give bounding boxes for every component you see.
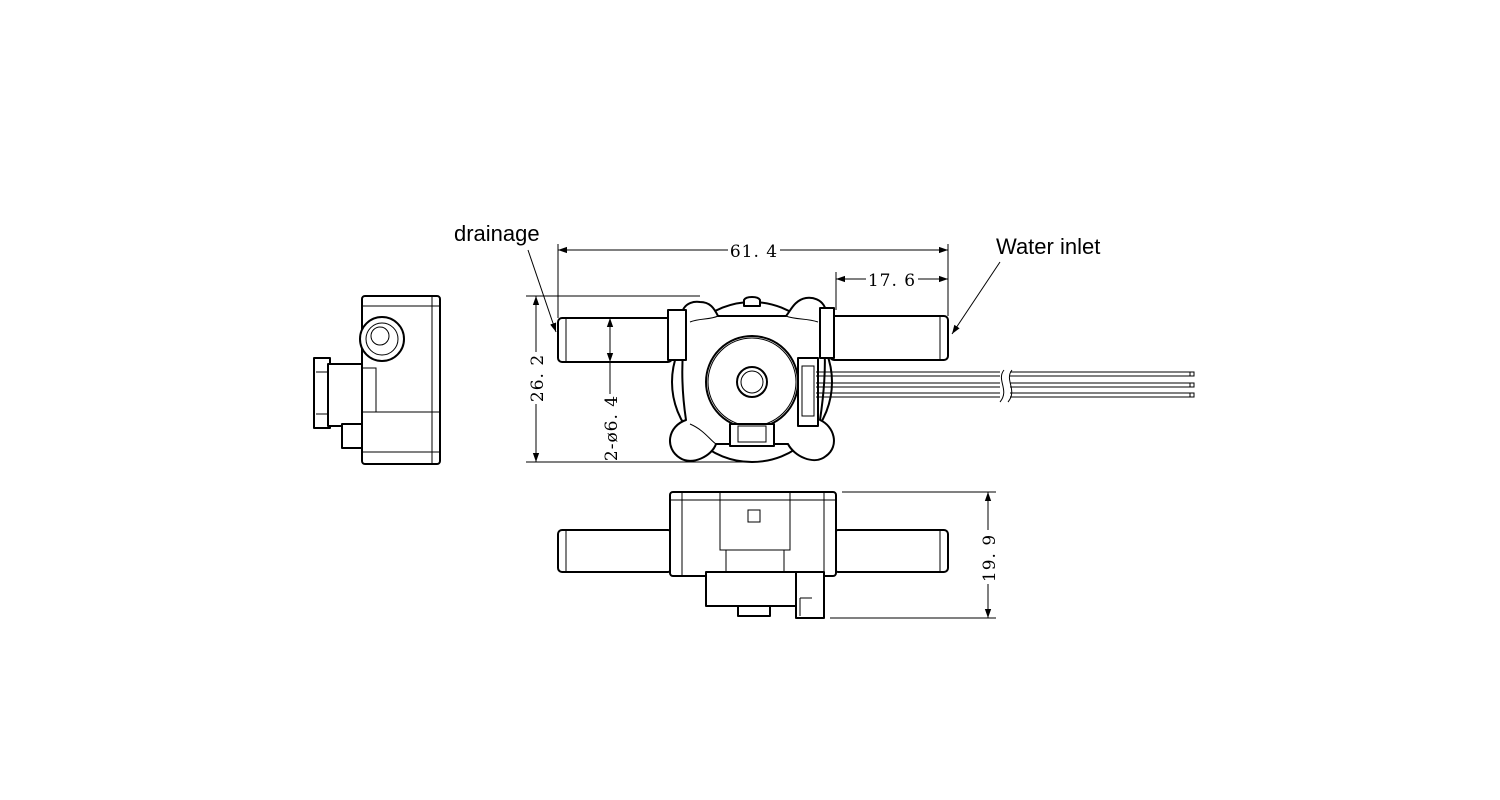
- inlet-pipe: [829, 315, 949, 361]
- cable-wires: [816, 369, 1195, 403]
- dim-inlet-length: 17. 6: [835, 271, 948, 310]
- dim-depth: 19. 9: [830, 491, 1000, 619]
- drainage-callout: drainage: [454, 221, 557, 333]
- side-view: [313, 295, 441, 465]
- dim-inlet-length-text: 17. 6: [868, 271, 916, 291]
- drainage-label: drainage: [454, 221, 540, 246]
- drainage-pipe: [557, 317, 673, 363]
- dim-depth-text: 19. 9: [980, 534, 1000, 582]
- side-port-circle: [359, 316, 405, 362]
- water-inlet-label: Water inlet: [996, 234, 1100, 259]
- cable-connector: [797, 357, 819, 427]
- front-view: [557, 296, 1195, 463]
- dim-height: 26. 2: [526, 295, 752, 463]
- dim-overall-length: 61. 4: [557, 242, 949, 318]
- dim-height-text: 26. 2: [528, 354, 548, 402]
- top-view: [557, 491, 949, 619]
- impeller-cover: [705, 335, 799, 429]
- dim-overall-length-text: 61. 4: [730, 242, 778, 262]
- bottom-clip: [729, 423, 775, 447]
- dim-hole-diameter: 2-ø6. 4: [602, 318, 622, 461]
- dim-hole-diameter-text: 2-ø6. 4: [602, 395, 622, 461]
- water-inlet-callout: Water inlet: [951, 234, 1100, 335]
